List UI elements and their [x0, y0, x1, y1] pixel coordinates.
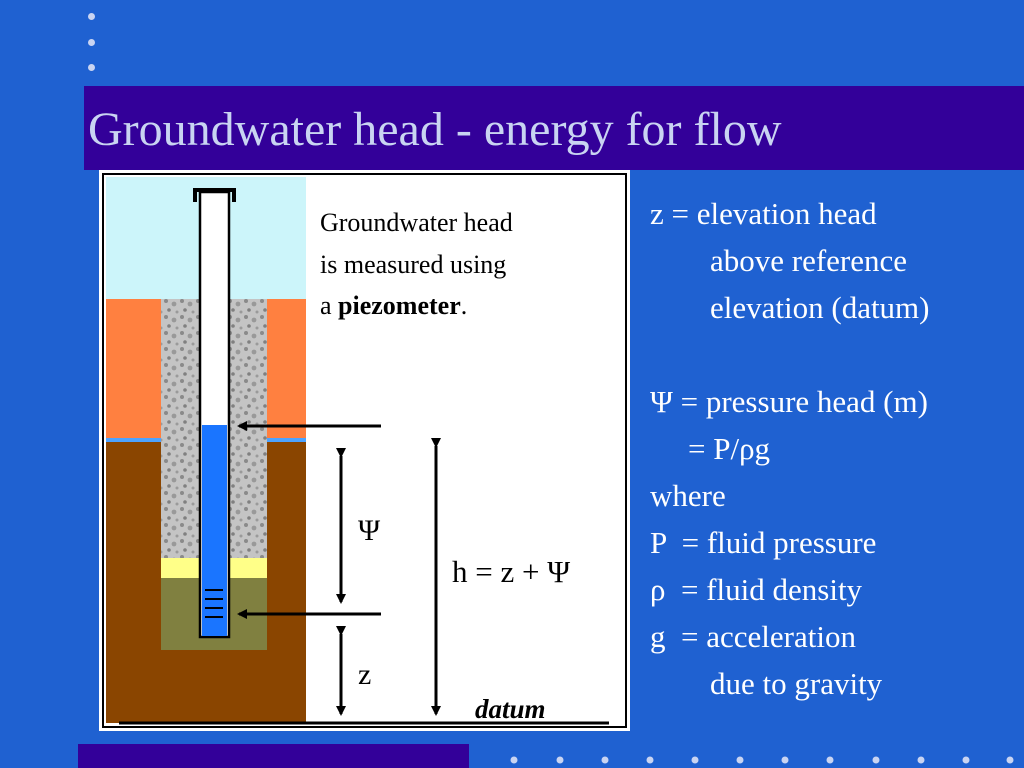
caption-prefix: a [320, 291, 338, 320]
decorative-dot [646, 756, 654, 764]
caption-line-1: Groundwater head [320, 208, 513, 237]
caption-bold-term: piezometer [338, 291, 461, 320]
psi-definition-line-2: = P/ρg [688, 431, 771, 466]
z-definition-line-2: above reference [710, 243, 908, 278]
psi-definition-line-1: Ψ = pressure head (m) [650, 384, 928, 419]
decorative-dot [1006, 756, 1014, 764]
datum-label: datum [475, 694, 546, 724]
decorative-dot [88, 39, 95, 46]
density-definition: ρ = fluid density [650, 572, 863, 607]
decorative-dot [510, 756, 518, 764]
acceleration-definition-line-1: g = acceleration [650, 619, 856, 654]
acceleration-definition-line-2: due to gravity [710, 666, 883, 701]
decorative-dot [872, 756, 880, 764]
z-label: z [358, 658, 371, 691]
piezometer-diagram: Groundwater head is measured using a pie… [99, 170, 630, 731]
decorative-dot [691, 756, 699, 764]
decorative-dot [962, 756, 970, 764]
z-definition-line-1: z = elevation head [650, 196, 877, 231]
equation-label: h = z + Ψ [452, 554, 570, 589]
decorative-dot [88, 64, 95, 71]
caption-line-2: is measured using [320, 250, 506, 279]
bottom-bar [78, 744, 469, 768]
z-definition-line-3: elevation (datum) [710, 290, 930, 325]
definitions-panel: z = elevation head above reference eleva… [650, 190, 1020, 707]
title-bar [84, 86, 1024, 170]
decorative-dot [736, 756, 744, 764]
psi-label: Ψ [358, 514, 381, 547]
slide-title: Groundwater head - energy for flow [88, 103, 782, 156]
decorative-dot [781, 756, 789, 764]
piezometer-cap [193, 188, 236, 202]
decorative-dot [826, 756, 834, 764]
pressure-definition: P = fluid pressure [650, 525, 877, 560]
spacer [650, 331, 1020, 378]
decorative-dot [88, 13, 95, 20]
decorative-dot [601, 756, 609, 764]
where-label: where [650, 478, 726, 513]
caption-suffix: . [461, 291, 468, 320]
caption-line-3: a piezometer. [320, 291, 467, 320]
decorative-dot [556, 756, 564, 764]
decorative-dot [917, 756, 925, 764]
water-in-pipe [202, 425, 227, 636]
